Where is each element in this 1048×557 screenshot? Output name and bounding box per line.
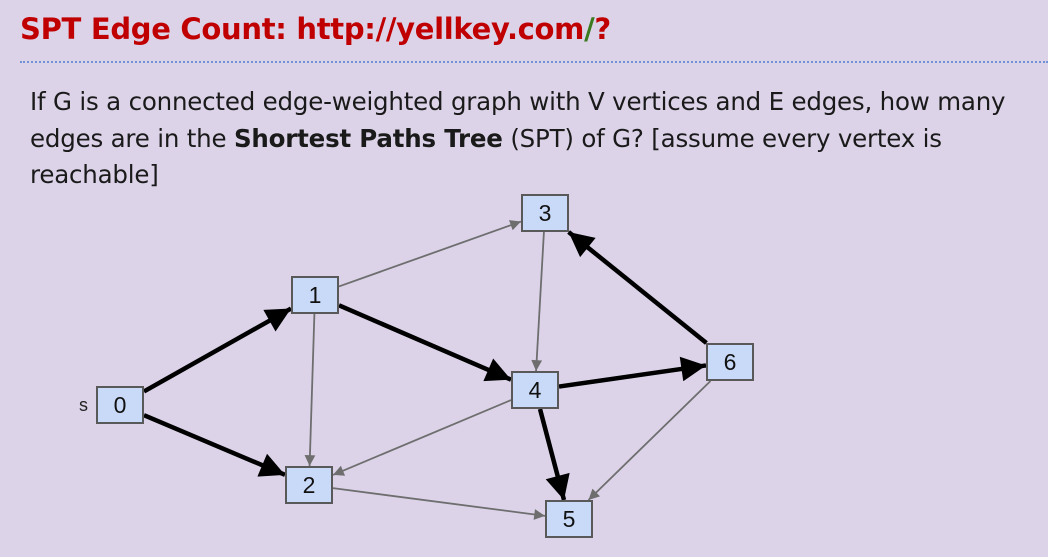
tree-edge-1-4 — [338, 303, 512, 382]
tree-edge-4-5 — [537, 408, 570, 501]
title-main: SPT Edge Count: http://yellkey.com — [20, 12, 585, 46]
vertex-box — [706, 343, 754, 381]
tree-edge-0-1 — [142, 306, 293, 394]
vertex-1: 1 — [291, 276, 339, 314]
graph-edge-4-2 — [332, 399, 512, 476]
question-text: If G is a connected edge-weighted graph … — [30, 84, 1040, 194]
slide-title: SPT Edge Count: http://yellkey.com/? — [20, 12, 611, 46]
question-part1: If G is a connected edge-weighted graph … — [30, 87, 1006, 153]
title-suffix: ? — [594, 12, 611, 46]
tree-edge-0-2 — [143, 413, 286, 477]
vertex-box — [521, 194, 569, 232]
vertex-box — [511, 371, 559, 409]
vertex-label: 5 — [563, 506, 576, 532]
source-label: s — [79, 395, 88, 415]
vertex-label: 6 — [724, 349, 737, 375]
title-divider — [20, 61, 1048, 63]
tree-edge-6-3 — [567, 230, 708, 345]
vertex-box — [291, 276, 339, 314]
graph-edge-2-5 — [332, 487, 546, 520]
tree-edge-4-6 — [558, 356, 707, 389]
question-part2: (SPT) of G? [assume every vertex is reac… — [30, 123, 942, 190]
vertex-3: 3 — [521, 194, 569, 232]
graph-edge-1-2 — [304, 313, 316, 467]
vertex-2: 2 — [285, 466, 333, 504]
vertex-box — [96, 386, 144, 424]
vertex-box — [545, 500, 593, 538]
vertex-4: 4 — [511, 371, 559, 409]
nodes: 0 1 2 3 4 5 6 — [96, 194, 754, 538]
vertex-box — [285, 466, 333, 504]
graph-edge-6-5 — [587, 380, 712, 501]
question-bold-term: Shortest Paths Tree — [233, 123, 503, 153]
vertex-0: 0 — [96, 386, 144, 424]
vertex-label: 3 — [539, 200, 552, 226]
vertex-label: 4 — [529, 377, 542, 403]
vertex-label: 0 — [114, 392, 127, 418]
vertex-5: 5 — [545, 500, 593, 538]
edges — [142, 220, 712, 520]
vertex-label: 2 — [303, 472, 316, 498]
title-separator: / — [584, 12, 595, 46]
vertex-label: 1 — [309, 282, 322, 308]
graph-edge-3-4 — [531, 231, 545, 372]
vertex-6: 6 — [706, 343, 754, 381]
graph-edge-1-3 — [338, 220, 522, 288]
